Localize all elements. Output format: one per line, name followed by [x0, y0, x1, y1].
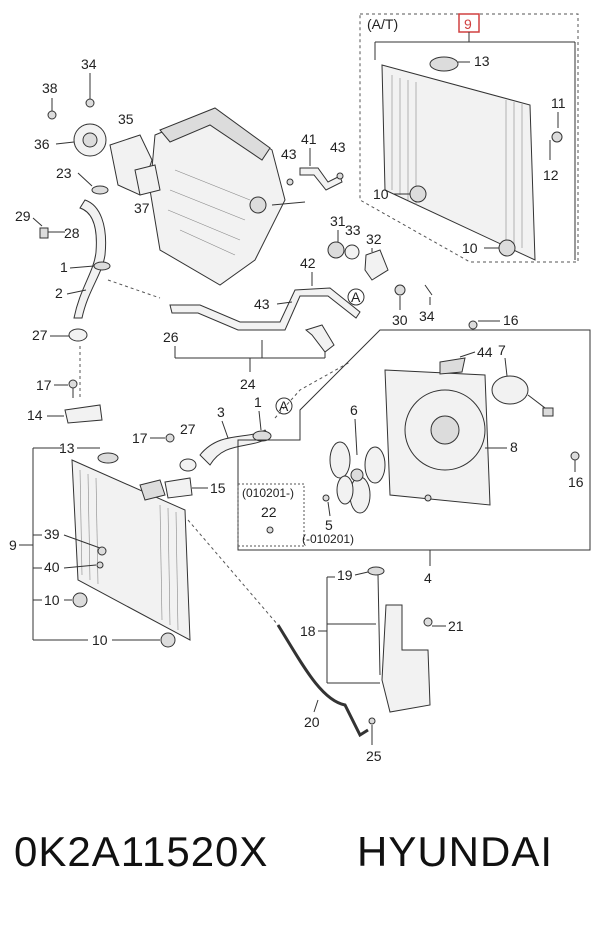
callout-44: 44 [477, 344, 493, 360]
callout-3: 3 [217, 404, 225, 420]
callout-7: 7 [498, 342, 506, 358]
callout-1: 1 [254, 394, 262, 410]
callout-43: 43 [281, 146, 297, 162]
main-radiator [71, 452, 191, 648]
callout-36: 36 [34, 136, 50, 152]
callout-22: 22 [261, 504, 277, 520]
callout-28: 28 [64, 225, 80, 241]
brand-name: HYUNDAI [357, 828, 554, 875]
callout-27: 27 [180, 421, 196, 437]
callout-16: 16 [503, 312, 519, 328]
fan-blade [329, 441, 386, 514]
callout-39: 39 [44, 526, 60, 542]
callout-24: 24 [240, 376, 256, 392]
callout-14: 14 [27, 407, 43, 423]
ref-marker-a2: A [279, 398, 289, 414]
footer: 0K2A11520X HYUNDAI [0, 828, 600, 888]
callout-4: 4 [424, 570, 432, 586]
callout-17: 17 [36, 377, 52, 393]
callout-41: 41 [301, 131, 317, 147]
callout-34: 34 [419, 308, 435, 324]
callout-42: 42 [300, 255, 316, 271]
water-pipe [169, 287, 361, 331]
callout-33: 33 [345, 222, 361, 238]
svg-text:13: 13 [474, 53, 490, 69]
callout-38: 38 [42, 80, 58, 96]
callout-34: 34 [81, 56, 97, 72]
callout-35: 35 [118, 111, 134, 127]
callout-27: 27 [32, 327, 48, 343]
callout-25: 25 [366, 748, 382, 764]
fan-box [237, 320, 591, 551]
thermostat-group [39, 85, 161, 239]
ref-marker-a: A [351, 289, 361, 305]
callout-15: 15 [210, 480, 226, 496]
reservoir-tank [367, 566, 433, 725]
callout-23: 23 [56, 165, 72, 181]
callout-43: 43 [330, 139, 346, 155]
callout-21: 21 [448, 618, 464, 634]
svg-text:11: 11 [551, 95, 566, 111]
parts-diagram: (A/T) 9 13 11 12 10 10 [9, 13, 591, 764]
callout-8: 8 [510, 439, 518, 455]
upper-hose [73, 199, 107, 319]
callout-1: 1 [60, 259, 68, 275]
callout-20: 20 [304, 714, 320, 730]
at-label: (A/T) [367, 16, 398, 32]
at-radiator-inset: (A/T) 9 13 11 12 10 10 [359, 13, 579, 263]
callout-17: 17 [132, 430, 148, 446]
callout-19: 19 [337, 567, 353, 583]
svg-text:10: 10 [373, 186, 389, 202]
callout-9: 9 [9, 537, 17, 553]
seal-ring [327, 241, 345, 259]
date-from: (010201-) [242, 486, 294, 500]
callout-6: 6 [350, 402, 358, 418]
callout-16: 16 [568, 474, 584, 490]
callout-40: 40 [44, 559, 60, 575]
callout-43: 43 [254, 296, 270, 312]
callout-30: 30 [392, 312, 408, 328]
callout-31: 31 [330, 213, 346, 229]
callout-18: 18 [300, 623, 316, 639]
part-number: 0K2A11520X [14, 828, 269, 875]
callout-2: 2 [55, 285, 63, 301]
callout-26: 26 [163, 329, 179, 345]
svg-text:10: 10 [462, 240, 478, 256]
callout-10: 10 [44, 592, 60, 608]
date-to: (-010201) [302, 532, 354, 546]
callout-29: 29 [15, 208, 31, 224]
callout-10: 10 [92, 632, 108, 648]
engine-block [149, 107, 306, 286]
highlight-callout: 9 [464, 16, 472, 32]
callout-37: 37 [134, 200, 150, 216]
callout-32: 32 [366, 231, 382, 247]
callout-5: 5 [325, 517, 333, 533]
svg-text:12: 12 [543, 167, 559, 183]
callout-13: 13 [59, 440, 75, 456]
